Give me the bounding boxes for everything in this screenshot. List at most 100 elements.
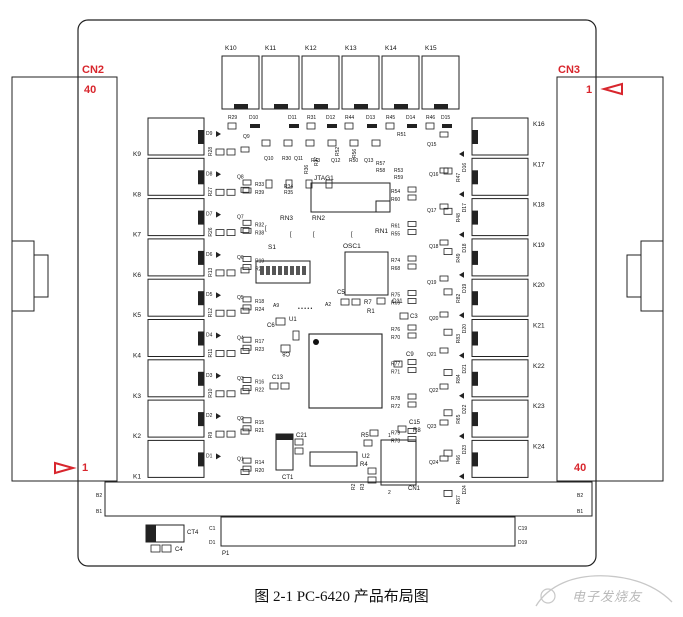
resistor-label: R75 xyxy=(391,293,400,299)
resistor-label: R72 xyxy=(391,404,400,410)
relay-label: K21 xyxy=(533,323,545,330)
figure-caption: 图 2-1 PC-6420 产品布局图 xyxy=(254,589,429,605)
relay-label: K23 xyxy=(533,403,545,410)
transistor-label: Q18 xyxy=(429,244,439,250)
diode-label: D9 xyxy=(206,131,213,137)
svg-text:[: [ xyxy=(351,232,353,238)
cn3-label: CN3 xyxy=(558,64,580,76)
resistor-label: R50 xyxy=(349,158,358,164)
transistor-label: Q12 xyxy=(331,158,341,164)
diode-icon xyxy=(459,312,464,319)
diode-label: D5 xyxy=(206,292,213,298)
resistor-label: R13 xyxy=(208,268,214,277)
dip-switch-s1 xyxy=(255,260,311,284)
relay-k4: K4 xyxy=(133,319,205,360)
resistor-label: R27 xyxy=(208,187,214,196)
transistor-label: Q17 xyxy=(427,208,437,214)
diode-label: D12 xyxy=(326,115,335,121)
diode-label: D17 xyxy=(462,203,468,212)
s1-label: S1 xyxy=(268,244,276,251)
watermark: 电子发烧友 xyxy=(528,566,678,612)
svg-text:C19: C19 xyxy=(518,526,527,532)
resistor-label: R43 xyxy=(311,158,320,164)
resistor-label: R36 xyxy=(304,165,310,174)
resistor-label: R11 xyxy=(208,348,214,357)
relay-k23: K23 xyxy=(471,399,545,438)
svg-text:B2: B2 xyxy=(96,493,102,499)
resistor-label: R53 xyxy=(394,168,403,174)
resistor-label: R35 xyxy=(284,190,293,196)
diode-icon xyxy=(216,292,221,299)
diode-icon xyxy=(459,231,464,238)
rn1-label: RN1 xyxy=(375,228,388,235)
relay-k14: K14 xyxy=(381,45,420,110)
resistor-label: R10 xyxy=(208,388,214,397)
relay-k16: K16 xyxy=(471,117,545,156)
diode-label: D8 xyxy=(206,171,213,177)
relay-label: K4 xyxy=(133,353,141,360)
c21-label: C21 xyxy=(296,433,308,439)
cn3-top-pin: 1 xyxy=(586,84,592,96)
resistor-label: R51 xyxy=(397,132,406,138)
diode-icon xyxy=(216,332,221,339)
relay-label: K16 xyxy=(533,121,545,128)
resistor-label: R32 xyxy=(255,222,264,228)
resistor-label: R12 xyxy=(208,308,214,317)
resistor-label: R83 xyxy=(456,334,462,343)
svg-text:[: [ xyxy=(265,226,267,232)
resistor-label: R18 xyxy=(255,299,264,305)
transistor-label: Q4 xyxy=(237,336,244,342)
diode-label: D11 xyxy=(288,115,297,121)
resistor-label: R29 xyxy=(228,115,237,121)
watermark-text: 电子发烧友 xyxy=(572,589,643,604)
resistor-label: R39 xyxy=(255,190,264,196)
relay-label: K12 xyxy=(305,45,317,52)
cn2-pin1-arrow-icon xyxy=(54,461,77,475)
resistor-label: R82 xyxy=(456,294,462,303)
oscillator-osc1 xyxy=(344,251,389,296)
relay-label: K18 xyxy=(533,202,545,209)
c5-label: C5 xyxy=(337,290,345,296)
svg-text:D19: D19 xyxy=(518,540,527,546)
diode-icon xyxy=(459,191,464,198)
u2-label: U2 xyxy=(362,454,370,460)
diode-icon xyxy=(216,251,221,258)
resistor-label: R68 xyxy=(391,266,400,272)
r2-label: R2 xyxy=(351,483,357,490)
a9-label: A9 xyxy=(273,303,279,309)
r1-label: R1 xyxy=(367,309,375,315)
r3-label: R3 xyxy=(360,483,366,490)
relay-label: K14 xyxy=(385,45,397,52)
svg-text:B2: B2 xyxy=(577,493,583,499)
resistor-label: R9 xyxy=(208,431,214,438)
transistor-label: Q6 xyxy=(237,255,244,261)
relay-label: K1 xyxy=(133,473,141,480)
transistor-label: Q7 xyxy=(237,215,244,221)
transistor-label: Q23 xyxy=(427,424,437,430)
p1-label: P1 xyxy=(222,551,230,557)
rn3-label: RN3 xyxy=(280,215,293,222)
resistor-label: R33 xyxy=(255,182,264,188)
relay-label: K19 xyxy=(533,242,545,249)
relay-k6: K6 xyxy=(133,238,205,279)
resistor-label: R78 xyxy=(391,396,400,402)
diode-label: D6 xyxy=(206,252,213,258)
cn3-pin1-arrow-icon xyxy=(600,82,623,96)
resistor-label: R84 xyxy=(456,374,462,383)
transistor-label: Q19 xyxy=(427,280,437,286)
diode-label: D23 xyxy=(462,445,468,454)
relay-k24: K24 xyxy=(471,439,545,478)
resistor-label: R25 xyxy=(255,267,264,273)
relay-k21: K21 xyxy=(471,319,545,357)
relay-label: K17 xyxy=(533,161,545,168)
relay-label: K3 xyxy=(133,393,141,400)
resistor-label: R21 xyxy=(255,428,264,434)
relay-label: K10 xyxy=(225,45,237,52)
svg-text:• • • • •: • • • • • xyxy=(298,306,313,312)
resistor-label: R73 xyxy=(391,439,400,445)
ct4-label: CT4 xyxy=(187,530,199,536)
cn1-pin1-label: 1 xyxy=(388,433,391,439)
resistor-label: R24 xyxy=(255,307,264,313)
